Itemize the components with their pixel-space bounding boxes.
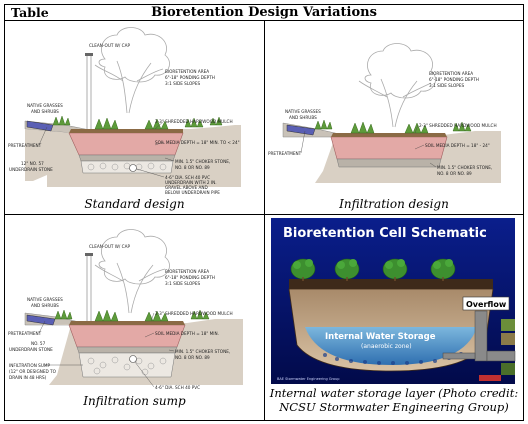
standard-design-diagram: CLEAN-OUT W/ CAP BIORETENTION AREA 6"-18…	[8, 27, 241, 195]
label-ponding: 6"-18" PONDING DEPTH	[165, 75, 215, 80]
label-cleanout: CLEAN-OUT W/ CAP	[89, 43, 130, 48]
pretreatment-strip	[286, 124, 316, 136]
label-pipe4: BELOW UNDERDRAIN PIPE	[165, 190, 220, 195]
native-grasses-icon	[52, 115, 223, 130]
tree-icon	[358, 43, 436, 128]
mulch-layer	[69, 129, 183, 133]
infiltration-sump-diagram: CLEAN-OUT W/ CAP BIORETENTION AREA 6"-18…	[8, 229, 243, 390]
bioretention-schematic-image: Bioretention Cell Schematic	[271, 218, 516, 384]
row-divider	[5, 214, 523, 215]
caption-schematic: Internal water storage layer (Photo cred…	[269, 386, 519, 414]
variations-table: CLEAN-OUT W/ CAP BIORETENTION AREA 6"-18…	[4, 21, 524, 421]
underdrain-pipe	[129, 355, 137, 363]
overflow-label: Overflow	[466, 300, 507, 309]
label-choker2: NO. 8 OR NO. 89	[175, 355, 210, 360]
label-area: BIORETENTION AREA	[429, 71, 473, 76]
label-mulch: 2-3" SHREDDED HARDWOOD MULCH	[155, 311, 233, 316]
label-choker1: MIN. 1.5" CHOKER STONE,	[175, 349, 230, 354]
mulch-layer	[331, 133, 447, 137]
caption-sump: Infiltration sump	[83, 394, 186, 408]
diagram-labels: BIORETENTION AREA 6"-18" PONDING DEPTH 3…	[268, 71, 497, 176]
infiltration-sump-cell: CLEAN-OUT W/ CAP BIORETENTION AREA 6"-18…	[5, 215, 264, 420]
choker-stone-layer	[76, 346, 178, 354]
label-ponding: 6"-18" PONDING DEPTH	[429, 77, 479, 82]
label-grasses: NATIVE GRASSES	[285, 109, 321, 114]
label-slopes: 3:1 SIDE SLOPES	[165, 281, 200, 286]
label-area: BIORETENTION AREA	[165, 269, 209, 274]
label-soil: SOIL MEDIA DEPTH = 18" - 24"	[425, 143, 490, 148]
overflow-pipe	[442, 310, 516, 362]
table-label: Table	[11, 5, 49, 20]
label-soil: SOIL MEDIA DEPTH = 18" MIN.	[155, 331, 219, 336]
label-ponding: 6"-18" PONDING DEPTH	[165, 275, 215, 280]
label-slopes: 3:1 SIDE SLOPES	[429, 83, 464, 88]
label-mulch: 2-3" SHREDDED HARDWOOD MULCH	[419, 123, 497, 128]
caption-standard: Standard design	[84, 197, 185, 211]
label-mulch: 2-3" SHREDDED HARDWOOD MULCH	[155, 119, 233, 124]
standard-design-cell: CLEAN-OUT W/ CAP BIORETENTION AREA 6"-18…	[5, 21, 264, 214]
label-cleanout: CLEAN-OUT W/ CAP	[89, 244, 130, 249]
label-stone2: UNDERDRAIN STONE	[9, 167, 53, 172]
choker-stone-layer	[336, 158, 442, 168]
diagram-labels: CLEAN-OUT W/ CAP BIORETENTION AREA 6"-18…	[8, 244, 233, 390]
label-choker1: MIN. 1.5" CHOKER STONE,	[437, 165, 492, 170]
mulch-layer	[69, 321, 185, 325]
label-stone1: NO. 57	[31, 341, 46, 346]
label-shrubs: AND SHRUBS	[289, 115, 317, 120]
label-choker2: NO. 8 OR NO. 89	[175, 165, 210, 170]
side-photo-strip	[501, 319, 515, 375]
schematic-credit: BAE Stormwater Engineering Group	[277, 377, 340, 381]
tree-icon	[94, 229, 170, 314]
label-area: BIORETENTION AREA	[165, 69, 209, 74]
label-choker2: NO. 8 OR NO. 89	[437, 171, 472, 176]
label-stone2: UNDERDRAIN STONE	[9, 347, 53, 352]
soil-media-layer	[68, 324, 186, 348]
internal-water-storage-zone	[305, 327, 477, 365]
label-shrubs: AND SHRUBS	[31, 109, 59, 114]
label-pretreatment: PRETREATMENT	[8, 143, 42, 148]
overflow-label-box	[462, 296, 510, 311]
choker-stone-layer	[78, 154, 176, 162]
schematic-cell: Bioretention Cell Schematic	[265, 215, 523, 420]
sump-stone-layer	[78, 352, 176, 378]
table-header: Table Bioretention Design Variations	[4, 4, 524, 21]
tree-icon	[289, 258, 493, 289]
label-pretreatment: PRETREATMENT	[8, 331, 42, 336]
zone-label: (anaerobic zone)	[361, 343, 412, 350]
label-pretreatment: PRETREATMENT	[268, 151, 302, 156]
diagram-labels: CLEAN-OUT W/ CAP BIORETENTION AREA 6"-18…	[8, 43, 240, 195]
column-divider	[264, 21, 265, 420]
label-slopes: 3:1 SIDE SLOPES	[165, 81, 200, 86]
logo-badge	[479, 375, 501, 381]
label-sump1: INFILTRATION SUMP	[9, 363, 50, 368]
label-grasses: NATIVE GRASSES	[27, 103, 63, 108]
soil-media-layer	[330, 136, 448, 160]
schematic-title: Bioretention Cell Schematic	[283, 226, 487, 241]
table-title: Bioretention Design Variations	[151, 5, 377, 20]
caption-infiltration: Infiltration design	[339, 197, 449, 211]
label-stone1: 12" NO. 57	[21, 161, 44, 166]
label-soil: SOIL MEDIA DEPTH = 18" MIN. TO < 24"	[155, 140, 240, 145]
label-pipe2: UNDERDRAIN WITH 2 IN.	[165, 180, 217, 185]
storage-label: Internal Water Storage	[325, 332, 436, 342]
label-grasses: NATIVE GRASSES	[27, 297, 63, 302]
label-shrubs: AND SHRUBS	[31, 303, 59, 308]
underdrain-pipe	[129, 164, 137, 172]
underdrain-stone-layer	[80, 160, 174, 174]
infiltration-design-diagram: BIORETENTION AREA 6"-18" PONDING DEPTH 3…	[268, 43, 501, 183]
pretreatment-strip	[26, 314, 56, 326]
tree-icon	[94, 27, 170, 114]
label-pipe1: 4-6" DIA. SCH 40 PVC	[155, 385, 200, 390]
label-choker1: MIN. 1.5" CHOKER STONE,	[175, 159, 230, 164]
label-pipe1: 4-6" DIA. SCH 40 PVC	[165, 175, 210, 180]
label-pipe3: GRAVEL ABOVE AND	[165, 185, 208, 190]
label-sump2: (12" OR DESIGNED TO	[9, 369, 57, 374]
native-grasses-icon	[314, 119, 472, 134]
native-grasses-icon	[54, 309, 210, 322]
infiltration-design-cell: BIORETENTION AREA 6"-18" PONDING DEPTH 3…	[265, 21, 523, 214]
label-sump3: DRAIN IN 48 HRS)	[9, 375, 47, 380]
